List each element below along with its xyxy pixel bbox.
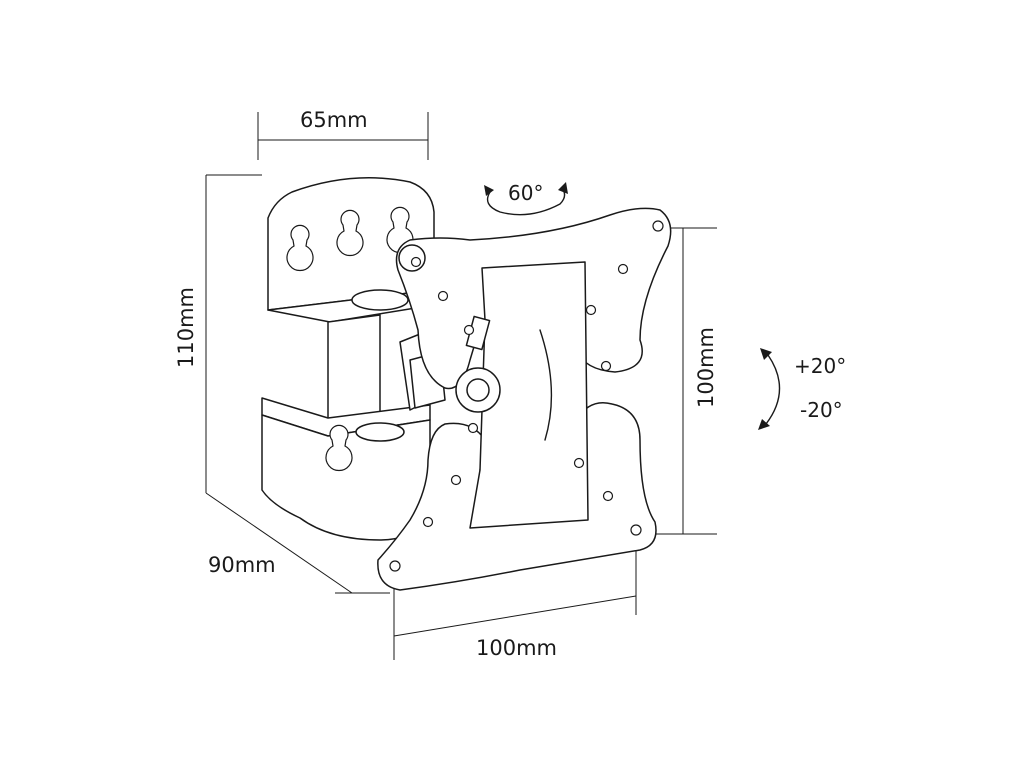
vesa-height-label: 100mm [694,327,718,408]
wall-height-label: 110mm [174,287,198,368]
swivel-arrow [484,182,568,216]
top-width-label: 65mm [300,108,368,132]
vesa-width-label: 100mm [476,636,557,660]
swivel-label: 60° [508,181,543,205]
vesa-plate [377,207,672,591]
tilt-down-label: -20° [800,398,843,422]
arrowhead-icon [760,348,772,360]
tilt-arrow [758,348,781,430]
arrowhead-icon [758,419,770,430]
depth-label: 90mm [208,553,276,577]
arrowhead-icon [484,185,494,196]
wall-plate [261,177,435,541]
arrowhead-icon [558,182,568,194]
tilt-up-label: +20° [794,354,846,378]
